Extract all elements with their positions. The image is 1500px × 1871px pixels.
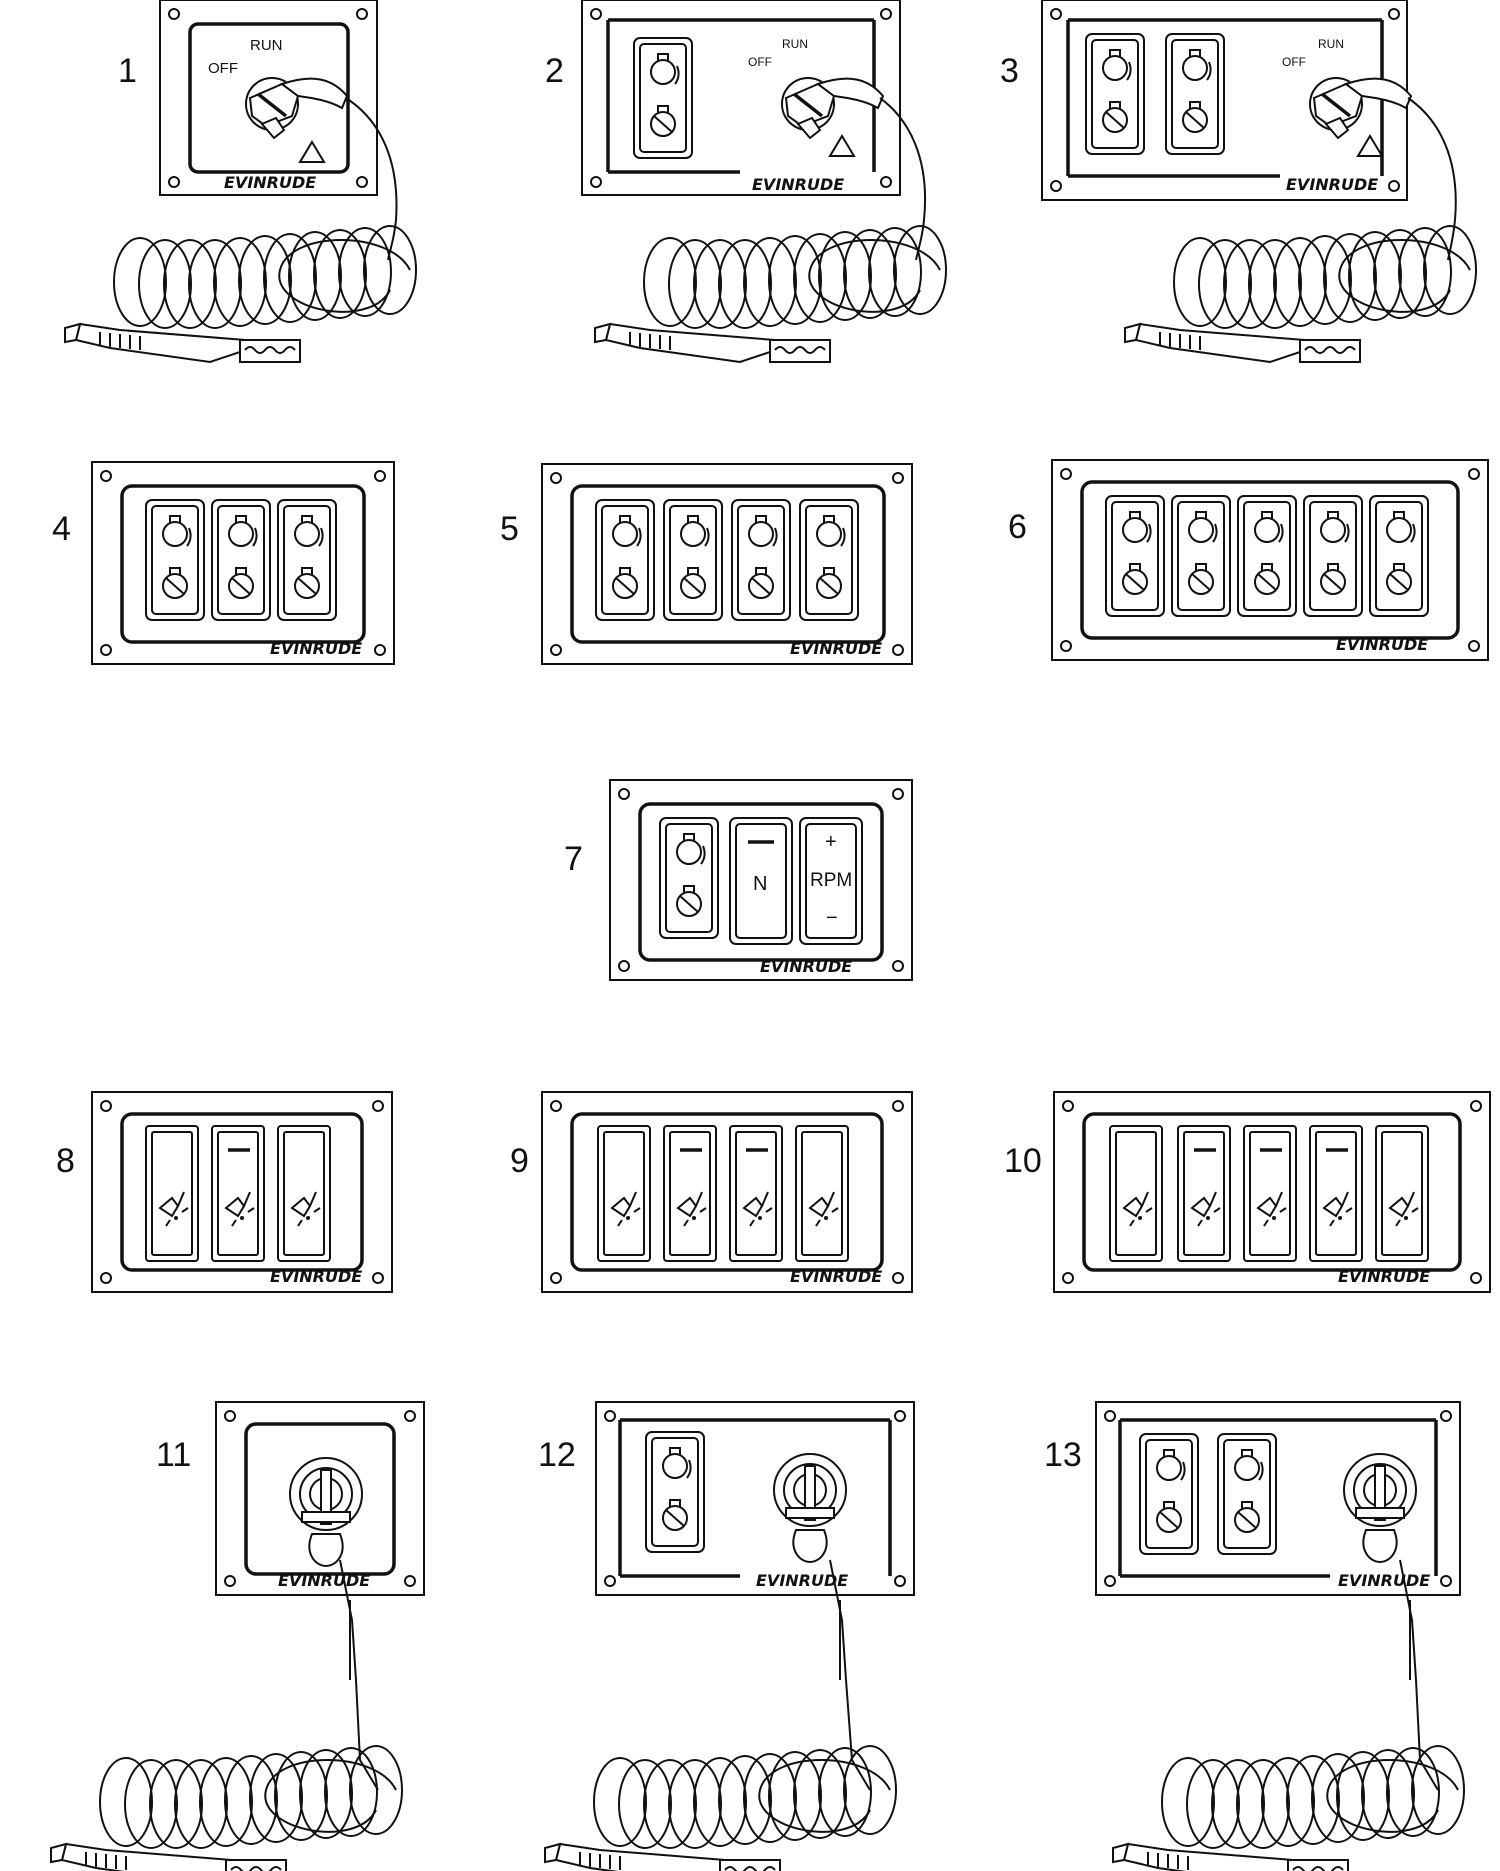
panel-13-tether: EVINRUDE: [1095, 1401, 1461, 1596]
brand-logo: EVINRUDE: [270, 1267, 362, 1286]
svg-text:6: 6: [1008, 508, 1027, 546]
rpm-plus-label: +: [825, 831, 837, 853]
brand-logo: EVINRUDE: [224, 173, 316, 192]
svg-text:11: 11: [156, 1436, 191, 1474]
brand-logo: EVINRUDE: [790, 1267, 882, 1286]
callout-1: 1: [118, 52, 137, 90]
svg-text:4: 4: [52, 510, 71, 548]
svg-text:3: 3: [1000, 52, 1019, 90]
rpm-minus-label: −: [826, 907, 838, 929]
brand-logo: EVINRUDE: [1338, 1267, 1430, 1286]
callout-4: 4: [52, 510, 71, 548]
svg-text:5: 5: [500, 510, 519, 548]
svg-text:2: 2: [545, 52, 564, 90]
callout-7: 7: [564, 840, 583, 878]
panel-12-tether: EVINRUDE: [595, 1401, 915, 1596]
callout-9: 9: [510, 1142, 529, 1180]
brand-logo: EVINRUDE: [790, 639, 882, 658]
brand-logo: EVINRUDE: [760, 957, 852, 976]
run-label: RUN: [782, 37, 808, 51]
svg-text:7: 7: [564, 840, 583, 878]
rpm-label: RPM: [810, 870, 852, 891]
brand-logo: EVINRUDE: [752, 175, 844, 194]
panel-9-trim: EVINRUDE: [541, 1091, 913, 1293]
brand-logo: EVINRUDE: [1336, 635, 1428, 654]
panel-6: EVINRUDE: [1051, 459, 1489, 661]
panel-2: RUN OFF EVINRUDE: [581, 0, 901, 196]
svg-text:9: 9: [510, 1142, 529, 1180]
panel-1-key-switch: RUN OFF EVINRUDE: [159, 0, 378, 196]
panel-5: EVINRUDE: [541, 463, 913, 665]
svg-text:10: 10: [1004, 1142, 1042, 1180]
brand-logo: EVINRUDE: [756, 1571, 848, 1590]
callout-10: 10: [1004, 1142, 1042, 1180]
callout-12: 12: [538, 1436, 576, 1474]
panel-10-trim: EVINRUDE: [1053, 1091, 1491, 1293]
callout-6: 6: [1008, 508, 1027, 546]
svg-text:13: 13: [1044, 1436, 1082, 1474]
svg-text:8: 8: [56, 1142, 75, 1180]
panel-8-trim: EVINRUDE: [91, 1091, 393, 1293]
run-label: RUN: [1318, 37, 1344, 51]
callout-5: 5: [500, 510, 519, 548]
neutral-label: N: [753, 873, 767, 895]
callout-3: 3: [1000, 52, 1019, 90]
off-label: OFF: [748, 55, 772, 69]
brand-logo: EVINRUDE: [270, 639, 362, 658]
callout-8: 8: [56, 1142, 75, 1180]
callout-13: 13: [1044, 1436, 1082, 1474]
panel-11-tether: EVINRUDE: [215, 1401, 425, 1596]
callout-11: 11: [156, 1436, 191, 1474]
panel-7-trim-rpm: N + RPM − EVINRUDE: [609, 779, 913, 981]
svg-text:12: 12: [538, 1436, 576, 1474]
brand-logo: EVINRUDE: [278, 1571, 370, 1590]
panel-4: EVINRUDE: [91, 461, 395, 665]
off-label: OFF: [1282, 55, 1306, 69]
run-label: RUN: [250, 37, 283, 54]
panel-3: RUN OFF EVINRUDE: [1041, 0, 1413, 201]
svg-text:1: 1: [118, 52, 137, 90]
callout-2: 2: [545, 52, 564, 90]
off-label: OFF: [208, 60, 238, 77]
brand-logo: EVINRUDE: [1338, 1571, 1430, 1590]
brand-logo: EVINRUDE: [1286, 175, 1378, 194]
